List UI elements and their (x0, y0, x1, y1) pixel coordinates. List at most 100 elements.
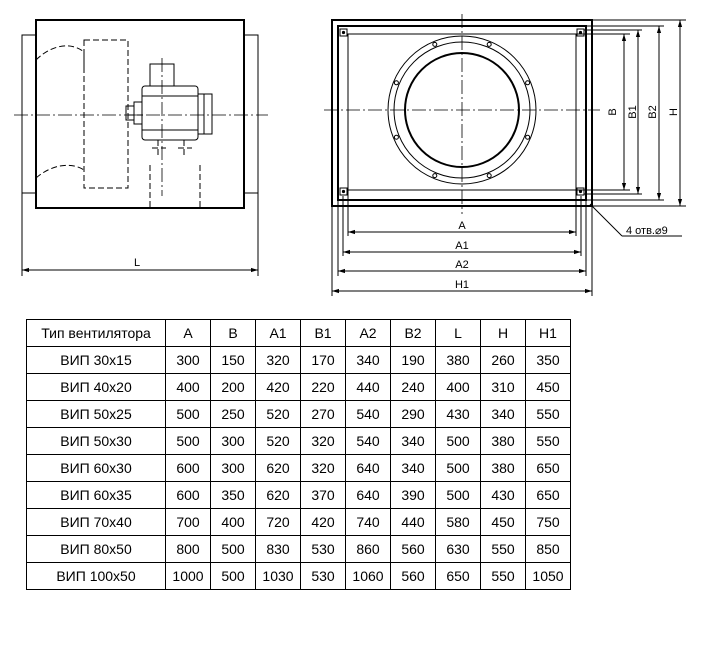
dimension-cell: 830 (255, 535, 301, 563)
ring-bolt-hole (393, 134, 399, 140)
model-cell: ВИП 30х15 (26, 346, 166, 374)
dimension-cell: 630 (435, 535, 481, 563)
dimension-cell: 380 (435, 346, 481, 374)
column-header: A1 (255, 319, 301, 347)
dimension-cell: 450 (480, 508, 526, 536)
model-cell: ВИП 60х35 (26, 481, 166, 509)
dimension-cell: 260 (480, 346, 526, 374)
dimension-cell: 430 (435, 400, 481, 428)
dimension-cell: 500 (210, 562, 256, 590)
dimension-cell: 640 (345, 481, 391, 509)
dimension-cell: 530 (300, 562, 346, 590)
dimension-cell: 250 (210, 400, 256, 428)
dimension-cell: 320 (300, 427, 346, 455)
dimension-cell: 620 (255, 454, 301, 482)
model-cell: ВИП 50х25 (26, 400, 166, 428)
ring-bolt-hole (486, 173, 492, 179)
dimension-cell: 650 (525, 454, 571, 482)
dimension-cell: 350 (525, 346, 571, 374)
dimension-cell: 290 (390, 400, 436, 428)
dimension-cell: 390 (390, 481, 436, 509)
column-header: H1 (525, 319, 571, 347)
holes-callout: 4 отв.⌀9 (626, 225, 668, 237)
dim-label-h1: H1 (455, 279, 469, 291)
dimension-cell: 370 (300, 481, 346, 509)
dimension-cell: 1000 (165, 562, 211, 590)
model-cell: ВИП 60х30 (26, 454, 166, 482)
dimension-cell: 400 (435, 373, 481, 401)
ring-bolt-hole (525, 80, 531, 86)
dimension-cell: 440 (345, 373, 391, 401)
dimension-cell: 520 (255, 400, 301, 428)
mounting-holes (339, 28, 585, 196)
dimension-cell: 300 (210, 427, 256, 455)
dimension-cell: 1060 (345, 562, 391, 590)
dimension-cell: 600 (165, 481, 211, 509)
ring-bolt-hole (432, 41, 438, 47)
model-cell: ВИП 70х40 (26, 508, 166, 536)
dimension-cell: 1030 (255, 562, 301, 590)
dimension-cell: 700 (165, 508, 211, 536)
dimension-cell: 500 (435, 454, 481, 482)
model-cell: ВИП 40х20 (26, 373, 166, 401)
dim-label-a1: A1 (455, 240, 468, 252)
dim-label-a: A (458, 220, 466, 232)
dimension-cell: 1050 (525, 562, 571, 590)
dimension-cell: 400 (210, 508, 256, 536)
dimension-cell: 380 (480, 454, 526, 482)
dimension-cell: 650 (435, 562, 481, 590)
dimension-cell: 560 (390, 535, 436, 563)
dimension-cell: 450 (525, 373, 571, 401)
model-cell: ВИП 100х50 (26, 562, 166, 590)
dimension-cell: 640 (345, 454, 391, 482)
dimension-cell: 500 (210, 535, 256, 563)
ring-bolt-hole (432, 173, 438, 179)
dimension-cell: 500 (165, 400, 211, 428)
dim-label-b2: B2 (647, 105, 659, 118)
dimension-cell: 220 (300, 373, 346, 401)
column-header: H (480, 319, 526, 347)
dimension-cell: 560 (390, 562, 436, 590)
dimension-cell: 340 (390, 454, 436, 482)
dimension-cell: 350 (210, 481, 256, 509)
dimension-cell: 320 (255, 346, 301, 374)
dimension-cell: 380 (480, 427, 526, 455)
dimension-cell: 150 (210, 346, 256, 374)
column-header: B2 (390, 319, 436, 347)
dimension-cell: 400 (165, 373, 211, 401)
dim-label-h: H (668, 108, 680, 116)
dimension-cell: 540 (345, 400, 391, 428)
dim-label-b1: B1 (627, 105, 639, 118)
column-header: B1 (300, 319, 346, 347)
technical-drawing: L (14, 14, 686, 296)
dimension-cell: 430 (480, 481, 526, 509)
model-cell: ВИП 50х30 (26, 427, 166, 455)
dimension-cell: 300 (210, 454, 256, 482)
side-view: L (14, 19, 268, 276)
dim-label-b: B (607, 108, 619, 115)
dimension-cell: 240 (390, 373, 436, 401)
dimension-cell: 420 (255, 373, 301, 401)
model-cell: ВИП 80х50 (26, 535, 166, 563)
dimension-cell: 320 (300, 454, 346, 482)
dimension-cell: 200 (210, 373, 256, 401)
dimension-cell: 310 (480, 373, 526, 401)
dimension-cell: 340 (345, 346, 391, 374)
column-header: Тип вентилятора (26, 319, 166, 347)
dimension-cell: 520 (255, 427, 301, 455)
dimension-cell: 340 (480, 400, 526, 428)
dimension-cell: 530 (300, 535, 346, 563)
dimension-cell: 440 (390, 508, 436, 536)
dimension-cell: 750 (525, 508, 571, 536)
dimension-cell: 500 (435, 427, 481, 455)
dimension-cell: 550 (480, 562, 526, 590)
dimension-cell: 600 (165, 454, 211, 482)
